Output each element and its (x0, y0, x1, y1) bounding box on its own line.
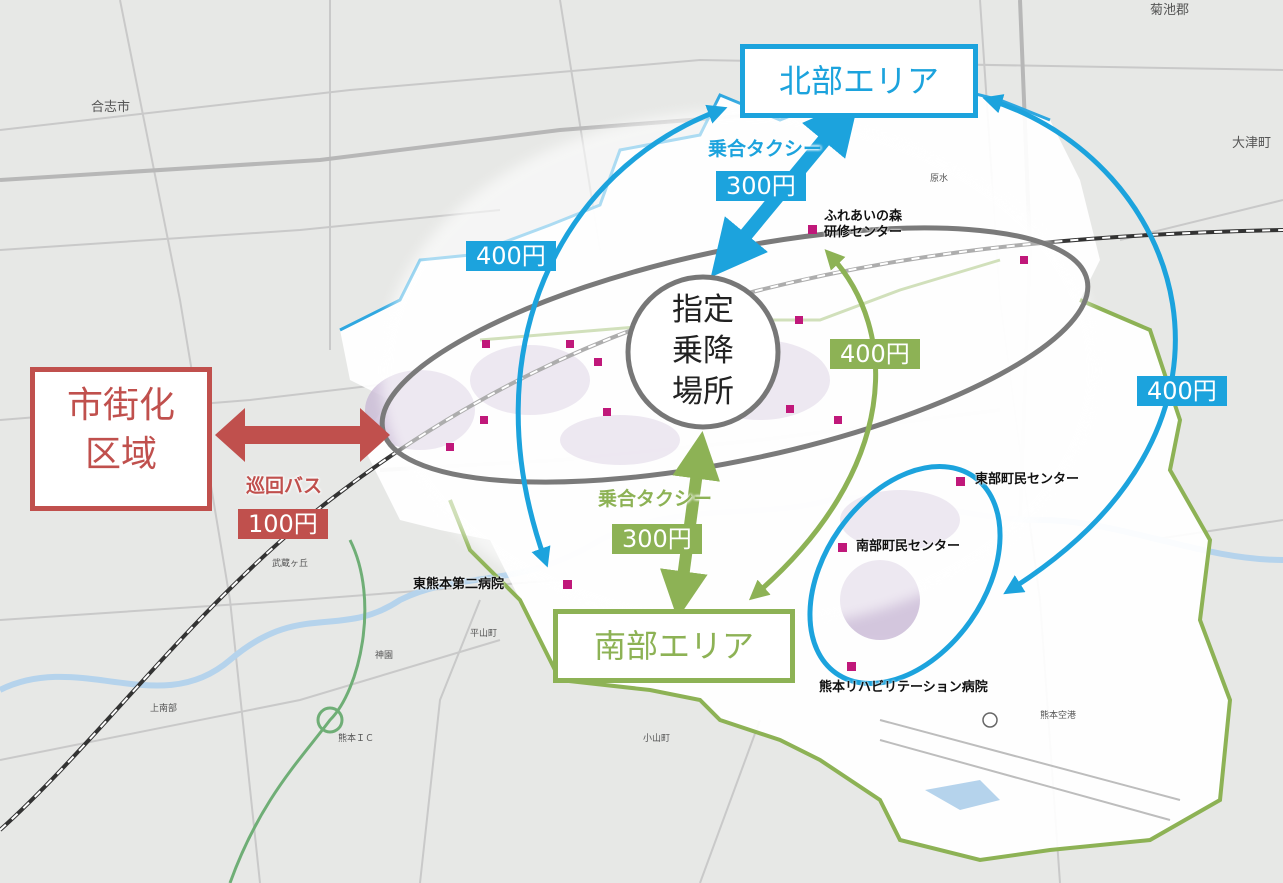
marker-c (594, 358, 602, 366)
reservoir (925, 780, 1000, 810)
fare-right: 400円 (1137, 376, 1227, 406)
marker-hospital2 (563, 580, 572, 589)
hub-line2: 乗降 (672, 332, 734, 369)
marker-a (482, 340, 490, 348)
shared-taxi-north-label: 乗合タクシー (708, 138, 823, 160)
marker-f (603, 408, 611, 416)
expressway (228, 539, 367, 883)
urban-area-line2: 区域 (84, 433, 157, 475)
arrow-bus-right-head (360, 408, 390, 462)
facility-markers (446, 225, 1028, 671)
fureai-line2: 研修センター (824, 225, 903, 241)
fare-taxi-south: 300円 (612, 524, 702, 554)
marker-g (795, 316, 803, 324)
north-area-box: 北部エリア (740, 44, 978, 118)
fureai-label: ふれあいの森 研修センター (824, 209, 902, 242)
south-area-box: 南部エリア (553, 609, 795, 683)
place-musashigaoka: 武蔵ヶ丘 (272, 559, 309, 569)
arrow-north-right (982, 94, 1178, 595)
urban-area-box: 市街化 区域 (30, 367, 212, 511)
place-koshi: 合志市 (91, 100, 131, 115)
airport (879, 719, 1181, 821)
fureai-line1: ふれあいの森 (824, 209, 903, 224)
fare-north-left: 400円 (466, 241, 556, 271)
arrow-bus-left-head (215, 408, 245, 462)
east-center-label: 東部町民センター (975, 472, 1080, 487)
place-hirayama: 平山町 (470, 629, 498, 639)
place-kamizono: 神園 (375, 651, 394, 661)
place-koyama: 小山町 (643, 734, 671, 744)
place-kaminanbu: 上南部 (150, 704, 178, 714)
marker-fureai (808, 225, 817, 234)
north-area-label: 北部エリア (778, 62, 939, 100)
ic-loop (316, 706, 344, 734)
place-kumamoto-ic: 熊本ＩＣ (338, 734, 375, 744)
south-area-label: 南部エリア (593, 627, 754, 665)
marker-j (1020, 256, 1028, 264)
marker-south-center (838, 543, 847, 552)
fare-taxi-north: 300円 (716, 171, 806, 201)
marker-rehab (847, 662, 856, 671)
place-airport: 熊本空港 (1040, 711, 1077, 721)
urban-area-line1: 市街化 (66, 385, 175, 426)
arrow-north-left (515, 104, 728, 568)
marker-h (786, 405, 794, 413)
hub-circle (625, 274, 781, 430)
place-ozu: 大津町 (1232, 136, 1272, 151)
arrow-south-inner (748, 249, 879, 601)
marker-e (446, 443, 454, 451)
south-center-label: 南部町民センター (856, 539, 961, 554)
hub-line3: 場所 (672, 373, 734, 410)
marker-i (834, 416, 842, 424)
marker-east-center (956, 477, 965, 486)
place-kikuchi: 菊池郡 (1150, 3, 1190, 18)
marker-d (480, 416, 488, 424)
fare-south-inner: 400円 (830, 339, 920, 369)
hospital2-label: 東熊本第二病院 (413, 577, 505, 592)
fare-bus: 100円 (238, 509, 328, 539)
shared-taxi-south-label: 乗合タクシー (598, 488, 713, 510)
rehab-label: 熊本リハビリテーション病院 (819, 680, 988, 695)
place-haramizu: 原水 (930, 174, 949, 184)
hub-line1: 指定 (672, 292, 734, 328)
marker-b (566, 340, 574, 348)
railway-dash (0, 229, 1283, 831)
hub-label: 指定 乗降 場所 (653, 290, 753, 413)
airport-icon (982, 712, 998, 728)
loop-bus-label: 巡回バス (246, 475, 323, 497)
